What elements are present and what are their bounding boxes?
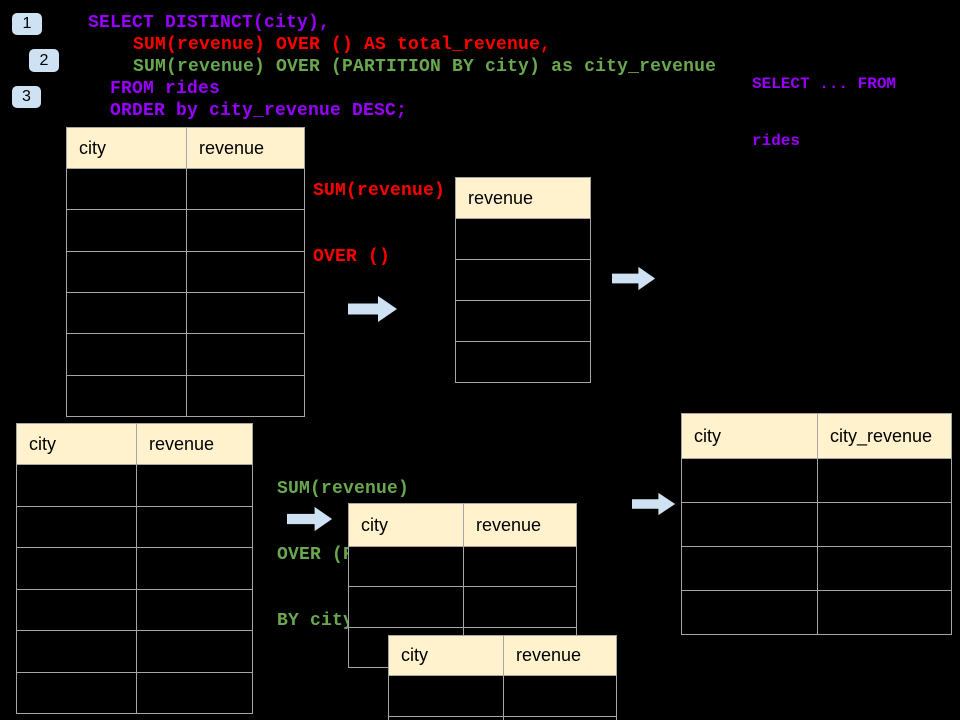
table-total-revenue-result: revenue: [455, 177, 591, 383]
table-row: [389, 716, 616, 720]
table-row: [682, 502, 951, 546]
column-header-revenue: revenue: [516, 645, 582, 665]
table-header-row: revenue: [456, 178, 590, 218]
flow-arrow-right-icon: [287, 506, 333, 532]
table-header-row: city revenue: [389, 636, 616, 675]
table-rides-source-bottom: city revenue: [16, 423, 253, 714]
table-row: [67, 333, 304, 375]
column-header-revenue: revenue: [149, 433, 215, 454]
table-row: [67, 291, 304, 334]
step-badge-3: 3: [12, 86, 41, 108]
table-row: [17, 630, 252, 672]
corner-note: SELECT ... FROM rides: [752, 37, 896, 189]
flow-arrow-right-icon: [612, 266, 656, 291]
annotation-line: SUM(revenue): [277, 479, 410, 499]
table-row: [682, 590, 951, 634]
column-header-revenue: revenue: [468, 187, 534, 208]
table-row: [17, 464, 252, 506]
table-row: [349, 586, 576, 627]
table-row: [17, 671, 252, 713]
table-row: [17, 588, 252, 630]
column-header-city: city: [682, 414, 818, 458]
table-row: [67, 374, 304, 416]
flow-arrow-right-icon: [348, 296, 397, 322]
column-header-revenue: revenue: [199, 137, 265, 158]
table-header-row: city revenue: [349, 504, 576, 546]
table-row: [456, 341, 590, 382]
table-header-row: city revenue: [17, 424, 252, 464]
sql-line-from: FROM rides: [110, 79, 221, 99]
column-header-city: city: [349, 504, 464, 546]
column-header-city-revenue: city_revenue: [830, 425, 933, 446]
table-row: [17, 505, 252, 547]
sql-line-city-revenue: SUM(revenue) OVER (PARTITION BY city) as…: [133, 57, 717, 77]
step-badge-2: 2: [29, 49, 59, 72]
table-row: [682, 458, 951, 502]
table-row: [456, 259, 590, 300]
table-header-row: city revenue: [67, 128, 304, 168]
table-rides-source-top: city revenue: [66, 127, 305, 417]
table-partition-front: city revenue: [388, 635, 617, 720]
table-row: [67, 168, 304, 210]
step-badge-1: 1: [12, 13, 42, 35]
corner-note-line: rides: [752, 132, 801, 150]
table-row: [389, 675, 616, 716]
table-row: [67, 209, 304, 251]
column-header-city: city: [17, 424, 137, 464]
sql-line-select: SELECT DISTINCT(city),: [88, 13, 331, 33]
table-city-revenue-result: city city_revenue: [681, 413, 952, 635]
corner-note-line: SELECT ... FROM: [752, 75, 897, 93]
table-row: [456, 300, 590, 341]
flow-arrow-right-icon: [632, 492, 676, 516]
annotation-line: SUM(revenue): [313, 181, 446, 201]
sql-line-total-revenue: SUM(revenue) OVER () AS total_revenue,: [133, 35, 552, 55]
column-header-city: city: [389, 636, 504, 675]
annotation-line: OVER (): [313, 247, 391, 267]
table-row: [456, 218, 590, 259]
column-header-city: city: [67, 128, 187, 168]
table-header-row: city city_revenue: [682, 414, 951, 458]
sql-line-order-by: ORDER by city_revenue DESC;: [110, 101, 408, 121]
table-row: [67, 250, 304, 292]
table-row: [17, 547, 252, 589]
table-row: [682, 546, 951, 590]
annotation-over-total: SUM(revenue) OVER (): [313, 136, 445, 312]
table-row: [349, 546, 576, 587]
column-header-revenue: revenue: [476, 514, 542, 535]
